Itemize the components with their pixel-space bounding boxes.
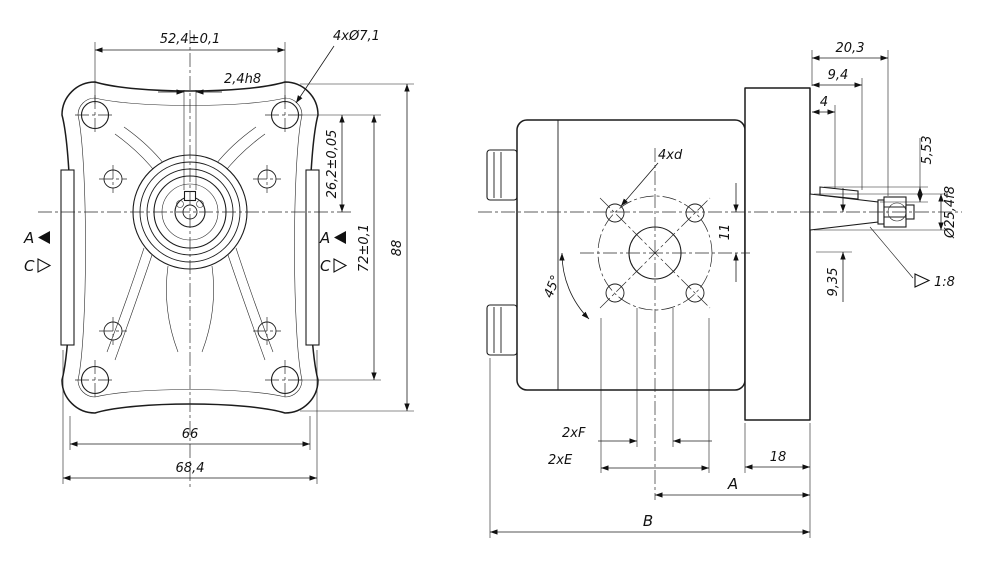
section-label-a-right: A <box>319 229 330 247</box>
dim-18: 18 <box>744 423 811 538</box>
section-label-c-left: C <box>24 257 35 275</box>
dim-52-4: 52,4±0,1 <box>94 32 286 104</box>
dim-20-3: 20,3 <box>811 41 889 196</box>
dim-66: 66 <box>69 416 311 450</box>
mounting-flange <box>744 87 811 421</box>
rear-bolt-pattern <box>580 148 750 500</box>
dim-72: 72±0,1 <box>299 115 381 381</box>
dim-text-25-4: Ø25,4f8 <box>943 186 958 239</box>
taper-symbol <box>914 273 931 288</box>
dim-text-2xE: 2xE <box>548 453 573 468</box>
section-label-a-left: A <box>23 229 34 247</box>
section-arrow-a-right <box>334 231 346 244</box>
dim-4: 4 <box>812 95 836 188</box>
section-labels: A C A C <box>23 229 348 275</box>
dim-text-5-53: 5,53 <box>920 136 935 165</box>
lower-port-boss <box>486 304 518 356</box>
dim-26-2: 26,2±0,05 <box>299 114 381 212</box>
side-view: 20,3 9,4 4 5,53 Ø25,4f8 1:8 <box>478 41 962 538</box>
dim-text-B: B <box>643 512 653 530</box>
left-side-strip <box>60 169 75 346</box>
dim-text-9-4: 9,4 <box>828 68 849 83</box>
dim-9-35: 9,35 <box>816 188 852 302</box>
dim-88: 88 <box>300 83 414 412</box>
dim-5-53: 5,53 <box>824 136 935 203</box>
dim-text-2xF: 2xF <box>562 426 586 441</box>
right-side-strip <box>305 169 320 346</box>
dim-text-88: 88 <box>390 240 405 257</box>
dim-text-26-2: 26,2±0,05 <box>325 130 340 199</box>
dim-text-72: 72±0,1 <box>357 224 372 272</box>
front-view: 52,4±0,1 2,4h8 4xØ7,1 26,2±0,05 72±0,1 <box>23 29 414 488</box>
dim-A: A <box>655 475 810 498</box>
dim-text-9-35: 9,35 <box>826 268 841 297</box>
shaft-taper <box>809 193 879 231</box>
dim-2-4h8: 2,4h8 <box>158 72 261 190</box>
dim-2xF: 2xF <box>562 308 712 447</box>
dim-2xE: 2xE <box>548 318 710 473</box>
dim-text-A: A <box>727 475 738 493</box>
upper-port-boss <box>486 149 518 201</box>
dim-11: 11 <box>718 183 739 282</box>
section-arrow-c-left <box>37 258 52 273</box>
section-arrow-c-right <box>333 258 348 273</box>
dim-text-66: 66 <box>182 427 199 442</box>
taper-text: 1:8 <box>934 275 955 290</box>
small-holes <box>99 165 281 345</box>
dim-text-11: 11 <box>718 224 733 241</box>
drive-shaft <box>809 186 915 231</box>
callout-4xd: 4xd <box>620 148 683 207</box>
label-4xd: 4xd <box>658 148 683 163</box>
dim-text-52-4: 52,4±0,1 <box>160 32 221 47</box>
dim-4x7-1: 4xØ7,1 <box>295 29 380 104</box>
dim-text-68-4: 68,4 <box>176 461 205 476</box>
shaft-key <box>819 186 859 200</box>
dim-25-4: Ø25,4f8 <box>814 186 958 239</box>
dim-text-18: 18 <box>770 450 787 465</box>
section-label-c-right: C <box>320 257 331 275</box>
dim-B: B <box>489 358 810 538</box>
dim-text-4x7-1: 4xØ7,1 <box>333 29 380 44</box>
dim-text-20-3: 20,3 <box>836 41 865 56</box>
taper-callout: 1:8 <box>869 226 955 290</box>
dim-text-4: 4 <box>820 95 828 110</box>
section-arrow-a-left <box>38 231 50 244</box>
dim-text-2-4h8: 2,4h8 <box>224 72 261 87</box>
dim-9-4: 9,4 <box>812 68 863 190</box>
dim-68-4: 68,4 <box>62 350 318 484</box>
corner-mounting-holes <box>75 95 305 400</box>
